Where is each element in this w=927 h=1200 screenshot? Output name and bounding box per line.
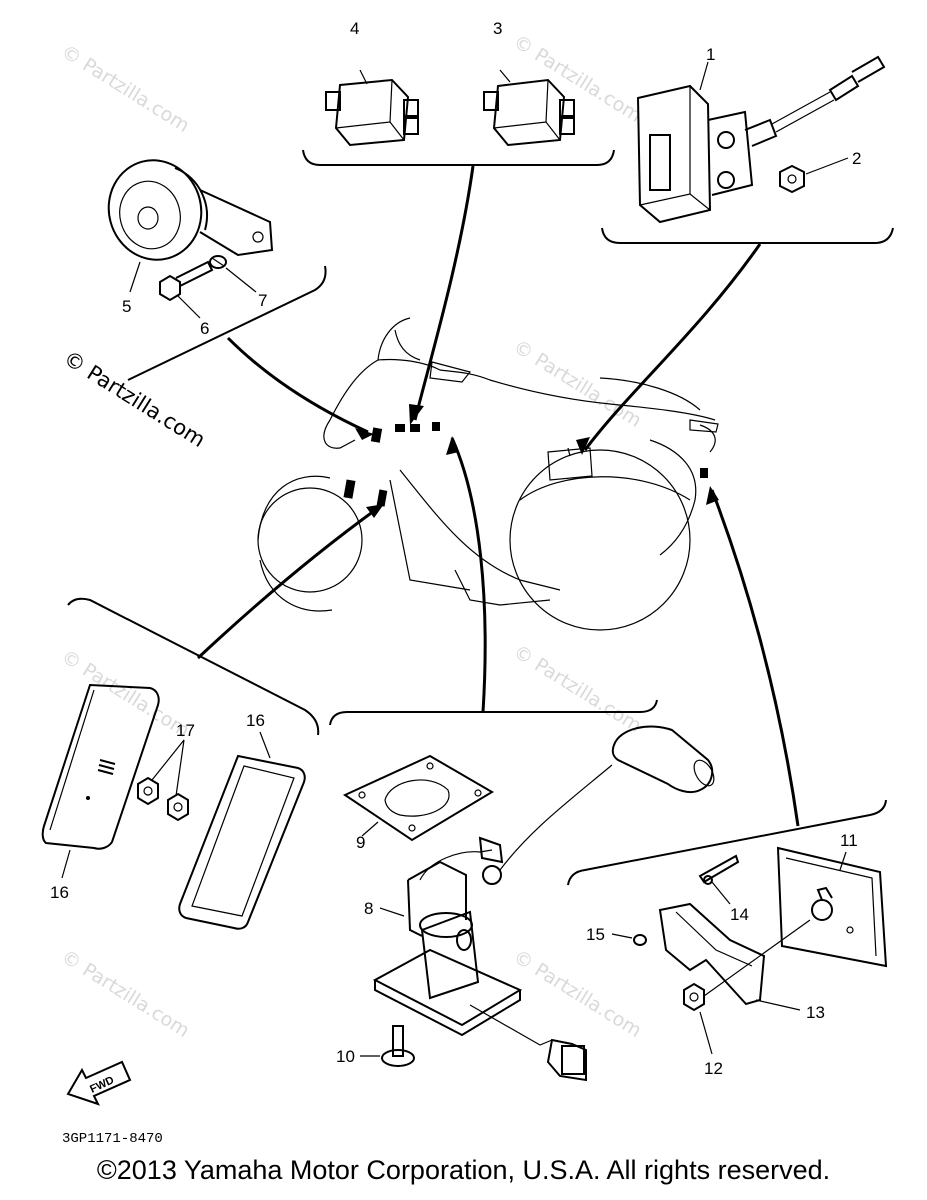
washer-part-7	[209, 255, 257, 293]
part-code: 3GP1171-8470	[62, 1131, 163, 1147]
license-plate-part-11	[776, 846, 888, 968]
watermark: © Partzilla.com	[57, 946, 193, 1042]
callout-3: 3	[493, 19, 502, 38]
location-markers	[343, 422, 708, 507]
rivet-part-15	[611, 933, 647, 946]
gasket-part-9	[342, 754, 494, 842]
watermark: © Partzilla.com	[57, 41, 193, 137]
callout-5: 5	[122, 297, 131, 316]
screw-part-14	[698, 854, 740, 905]
watermark: © Partzilla.com	[509, 336, 645, 432]
reflector-part-16-right	[178, 731, 306, 930]
callout-2: 2	[852, 149, 861, 168]
bolt-part-6	[159, 260, 214, 319]
fuel-sender-part-8	[372, 725, 715, 1082]
watermark: © Partzilla.com	[57, 646, 193, 742]
callout-8: 8	[364, 899, 373, 918]
nut-part-17	[137, 739, 189, 822]
relay-part-3	[483, 69, 575, 147]
callout-16-right: 16	[246, 711, 265, 730]
callout-4: 4	[350, 19, 359, 38]
watermark: © Partzilla.com	[509, 946, 645, 1042]
relay-part-4	[325, 69, 419, 147]
callout-17: 17	[176, 721, 195, 740]
watermark: © Partzilla.com	[509, 31, 645, 127]
callout-labels: 1 2 3 4 5 6 7 8 9 10 11 12 13 14 15 16 1…	[50, 19, 861, 1078]
watermark-layer: © Partzilla.com © Partzilla.com © Partzi…	[57, 31, 645, 1042]
callout-1: 1	[706, 45, 715, 64]
callout-15: 15	[586, 925, 605, 944]
bracket-part-13	[658, 902, 801, 1011]
callout-16-left: 16	[50, 883, 69, 902]
forward-arrow-icon: FWD	[66, 1060, 132, 1106]
callout-13: 13	[806, 1003, 825, 1022]
reflector-part-16-left	[41, 683, 160, 879]
arrow-heads	[355, 404, 719, 518]
nut-part-2	[779, 157, 849, 194]
callout-9: 9	[356, 833, 365, 852]
callout-11: 11	[840, 831, 858, 850]
callout-14: 14	[730, 905, 749, 924]
watermark-dark: © Partzilla.com	[59, 346, 209, 452]
callout-10: 10	[336, 1047, 355, 1066]
group-brackets	[67, 149, 894, 886]
callout-7: 7	[258, 291, 267, 310]
motorcycle-outline	[257, 317, 719, 631]
callout-6: 6	[200, 319, 209, 338]
watermark: © Partzilla.com	[509, 641, 645, 737]
nut-part-12	[683, 919, 811, 1055]
callout-12: 12	[704, 1059, 723, 1078]
starter-relay-part-1	[636, 55, 886, 224]
bolt-part-10	[360, 1025, 415, 1067]
horn-part-5	[107, 159, 274, 293]
copyright-notice: ©2013 Yamaha Motor Corporation, U.S.A. A…	[96, 1155, 831, 1185]
